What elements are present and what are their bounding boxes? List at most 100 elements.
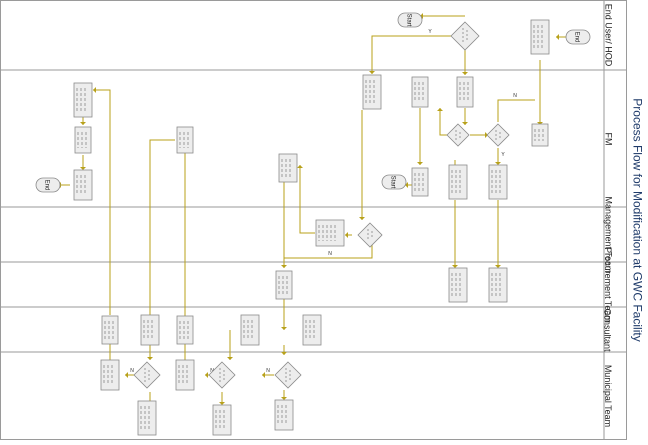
flow-label: N — [513, 93, 517, 99]
connector-arrowhead — [359, 217, 365, 220]
cost-estimate-box — [362, 74, 382, 110]
connector-arrowhead — [80, 167, 86, 170]
connector-arrowhead — [281, 265, 287, 268]
process-box-shape — [456, 76, 474, 108]
terminal-top: Start — [397, 12, 423, 28]
consultant-drawing-box — [176, 315, 194, 345]
prepare-boq-box — [488, 164, 508, 200]
terminal-shape — [381, 174, 407, 190]
connector-arrowhead — [219, 402, 225, 405]
process-box-shape — [488, 164, 508, 200]
municipal-decision-2 — [208, 361, 236, 389]
process-box-shape — [448, 164, 468, 200]
connector-arrowhead — [297, 165, 303, 168]
lane-label-text: Municipal Team — [603, 364, 613, 428]
process-box-shape — [101, 315, 119, 345]
flow-label: N — [328, 251, 332, 257]
terminal-label: Start — [390, 176, 396, 189]
connector-arrowhead — [125, 372, 128, 378]
fm-approval-decision — [486, 123, 510, 147]
process-box-shape — [176, 126, 194, 154]
connector-arrowhead — [420, 13, 423, 19]
lane-label-text: Consultant — [603, 307, 613, 352]
terminal-shape — [397, 12, 423, 28]
terminal-label: End — [44, 180, 50, 191]
diagram-title: Process Flow for Modification at GWC Fac… — [628, 0, 648, 440]
decision-diamond-shape — [450, 21, 480, 51]
request-modification-box — [530, 19, 550, 55]
connector-arrowhead — [437, 108, 443, 111]
lane-label-text: End User/ HOD — [603, 3, 613, 67]
process-box-shape — [73, 82, 93, 118]
connector-arrowhead — [495, 162, 501, 165]
process-box-shape — [530, 19, 550, 55]
end-terminal: End — [35, 177, 61, 193]
start-terminal: End — [565, 29, 591, 45]
process-box-shape — [448, 267, 468, 303]
flow-label: Y — [428, 29, 432, 35]
connector-arrowhead — [537, 122, 543, 125]
process-box-shape — [140, 314, 160, 346]
process-box-shape — [411, 76, 429, 108]
connector-arrowhead — [405, 182, 408, 188]
process-box-shape — [137, 400, 157, 436]
process-box-shape — [531, 123, 549, 147]
process-box-shape — [275, 270, 293, 300]
terminal-label: Start — [406, 14, 412, 27]
connector-line — [299, 165, 315, 234]
diagram-title-text: Process Flow for Modification at GWC Fac… — [631, 98, 645, 342]
decision-diamond-shape — [446, 123, 470, 147]
terminal-shape — [35, 177, 61, 193]
municipal-final-box — [100, 359, 120, 391]
connector-arrowhead — [281, 352, 287, 355]
lane-label-consultant: Consultant — [588, 307, 628, 352]
municipal-approval-box — [137, 400, 157, 436]
connector-arrowhead — [495, 265, 501, 268]
connector-arrowhead — [556, 34, 559, 40]
connector-arrowhead — [147, 357, 153, 360]
decision-diamond-shape — [486, 123, 510, 147]
feasibility-decision — [450, 21, 480, 51]
connector-arrowhead — [262, 372, 265, 378]
process-box-shape — [362, 74, 382, 110]
connector-arrowhead — [462, 72, 468, 75]
process-box-shape — [411, 167, 429, 197]
fm-check-decision — [446, 123, 470, 147]
connector-line — [371, 35, 460, 74]
lane-label-procurement: Procurement Team — [588, 247, 628, 323]
connector-arrowhead — [452, 265, 458, 268]
management-decision — [357, 222, 383, 248]
vendor-selection-box — [488, 267, 508, 303]
lane-label-municipal: Municipal Team — [588, 352, 628, 440]
lane-label-end-user: End User/ HOD — [588, 0, 628, 70]
diagram-frame — [0, 0, 627, 440]
fm-handover-box — [74, 126, 92, 154]
flow-label: N — [210, 368, 214, 374]
consultant-update-box — [140, 314, 160, 346]
process-box-shape — [240, 314, 260, 346]
scope-document-box — [448, 164, 468, 200]
process-box-shape — [176, 315, 194, 345]
connector-arrowhead — [369, 71, 375, 74]
fm-close-box — [73, 169, 93, 201]
connector-line — [439, 108, 447, 136]
process-box-shape — [73, 169, 93, 201]
consultant-final-box — [101, 315, 119, 345]
municipal-decision-3 — [133, 361, 161, 389]
terminal-shape — [565, 29, 591, 45]
terminal-label: End — [574, 32, 580, 43]
flow-label: N — [130, 368, 134, 374]
process-box-shape — [212, 404, 232, 436]
management-review-box — [315, 219, 345, 247]
municipal-decision-1 — [274, 361, 302, 389]
connector-arrowhead — [80, 122, 86, 125]
connector-line — [497, 99, 535, 122]
decision-diamond-shape — [357, 222, 383, 248]
connector-arrowhead — [281, 327, 287, 330]
process-box-shape — [488, 267, 508, 303]
municipal-submit-box — [274, 399, 294, 431]
